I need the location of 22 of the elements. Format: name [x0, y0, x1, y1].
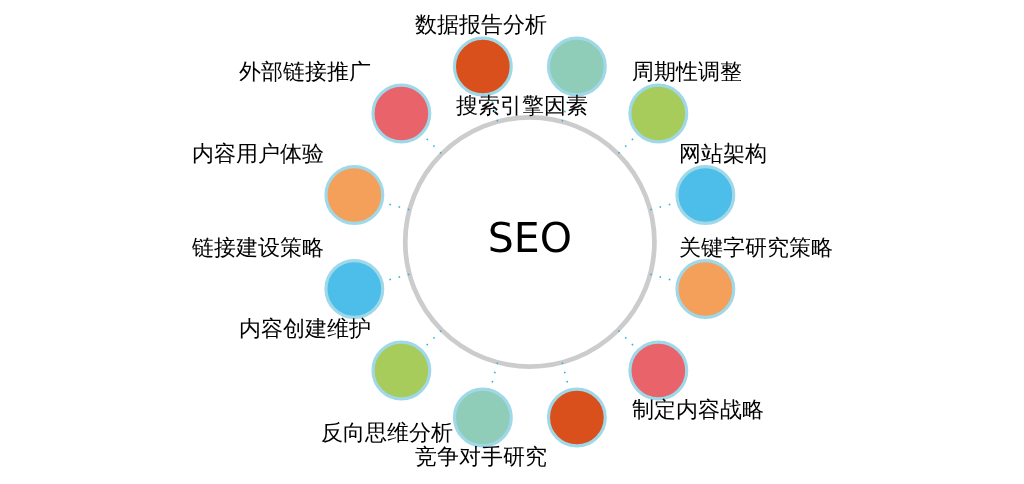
node-circle: SEO	[402, 115, 657, 369]
node-circle	[323, 165, 384, 225]
node-circle	[370, 340, 431, 401]
node-label: 制定内容战略	[631, 396, 764, 422]
node-label: 竞争对手研究	[414, 443, 547, 469]
node-circle	[546, 387, 607, 448]
node-circle	[627, 83, 688, 144]
node-label: 内容创建维护	[238, 316, 371, 342]
node-circle	[674, 259, 735, 319]
node-circle	[452, 387, 513, 448]
node-circle	[370, 83, 431, 144]
node-label: 周期性调整	[631, 59, 742, 85]
node-circle	[674, 165, 735, 225]
node-label: 网站架构	[678, 140, 767, 166]
node-circle	[323, 259, 384, 319]
node-label: 内容用户体验	[191, 140, 324, 166]
node-label: 关键字研究策略	[678, 234, 833, 260]
node-label: 反向思维分析	[320, 419, 453, 445]
node-label: 外部链接推广	[238, 59, 371, 85]
node-label: 搜索引擎因素	[455, 92, 588, 118]
node-label: 数据报告分析	[414, 12, 547, 38]
node-label: 链接建设策略	[191, 234, 324, 260]
